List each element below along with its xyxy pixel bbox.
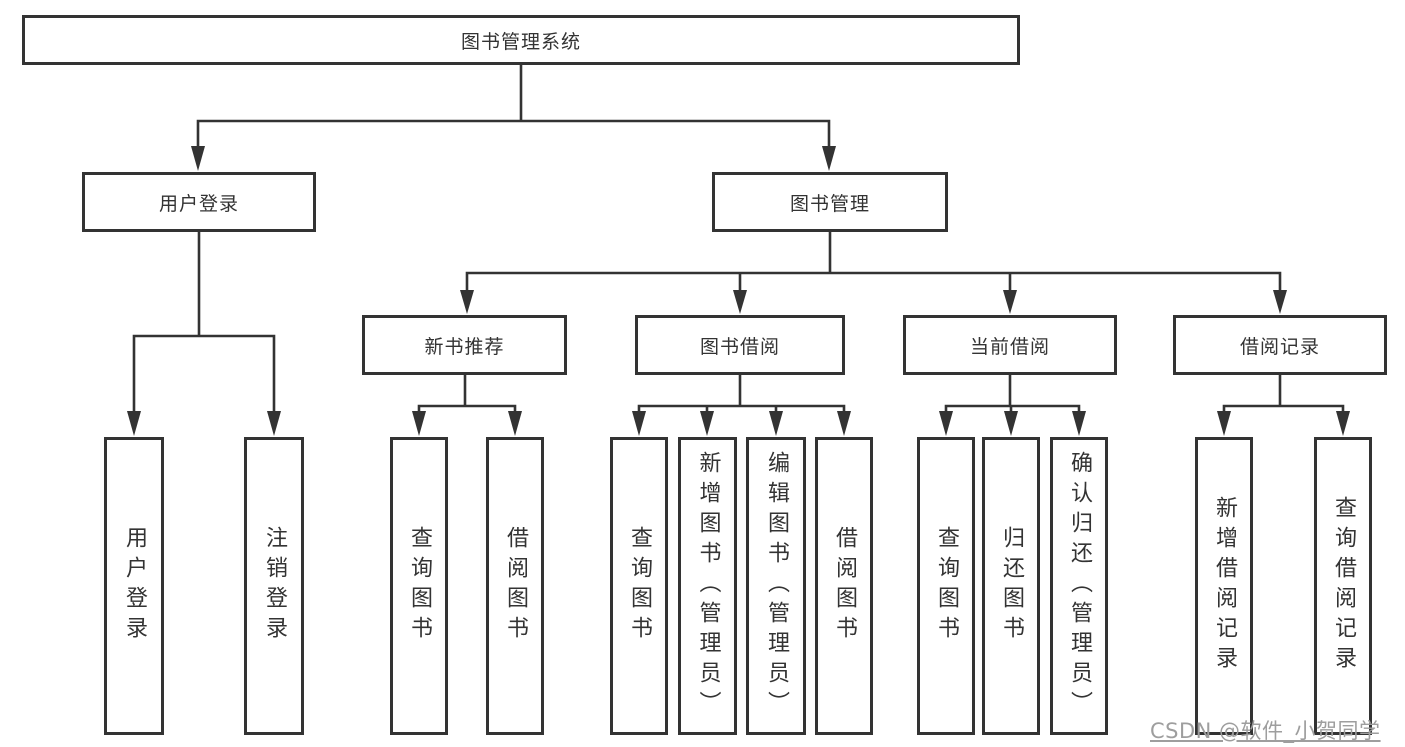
arrowhead [769,411,783,436]
arrowhead [1273,290,1287,314]
leaf-user-login: 用户登录 [104,437,164,735]
connector-root-branch [196,119,831,148]
node-root: 图书管理系统 [22,15,1020,65]
leaf-logout-label: 注销登录 [262,526,287,646]
leaf-borrow-edit-books-admin-label: 编辑图书（管理员） [764,451,789,721]
connector-mgmt-branch [465,271,1282,291]
leaf-borrow-borrow-books: 借阅图书 [815,437,873,735]
leaf-current-confirm-return-admin: 确认归还（管理员） [1050,437,1108,735]
node-user-login: 用户登录 [82,172,316,232]
arrowhead [412,411,426,436]
leaf-current-confirm-return-admin-label: 确认归还（管理员） [1067,451,1092,721]
arrowhead [267,411,281,436]
arrowhead [733,290,747,314]
node-book-borrow: 图书借阅 [635,315,845,375]
leaf-recommend-borrow-books-label: 借阅图书 [503,526,528,646]
leaf-borrow-edit-books-admin: 编辑图书（管理员） [746,437,806,735]
node-user-login-label: 用户登录 [158,192,239,215]
arrowhead [700,411,714,436]
arrowhead [127,411,141,436]
leaf-borrow-borrow-books-label: 借阅图书 [832,526,857,646]
connector-recommend-branch [417,404,517,412]
connector-user-branch [132,334,276,412]
node-new-book-recommend: 新书推荐 [362,315,567,375]
connector-borrow-branch [637,404,846,412]
leaf-recommend-borrow-books: 借阅图书 [486,437,544,735]
node-current-borrow: 当前借阅 [903,315,1117,375]
leaf-current-return-books-label: 归还图书 [999,526,1024,646]
connector-records-branch [1222,404,1345,412]
leaf-records-query-record: 查询借阅记录 [1314,437,1372,735]
leaf-borrow-query-books: 查询图书 [610,437,668,735]
leaf-records-query-record-label: 查询借阅记录 [1331,496,1356,676]
leaf-borrow-add-books-admin-label: 新增图书（管理员） [695,451,721,721]
leaf-current-query-books-label: 查询图书 [934,526,959,646]
leaf-records-add-record-label: 新增借阅记录 [1212,496,1237,676]
arrowhead [191,146,205,171]
leaf-borrow-add-books-admin: 新增图书（管理员） [678,437,737,735]
arrowhead [460,290,474,314]
node-book-management: 图书管理 [712,172,948,232]
leaf-borrow-query-books-label: 查询图书 [627,526,652,646]
leaf-current-query-books: 查询图书 [917,437,975,735]
node-current-borrow-label: 当前借阅 [969,335,1050,358]
leaf-recommend-query-books: 查询图书 [390,437,448,735]
arrowhead [837,411,851,436]
leaf-logout: 注销登录 [244,437,304,735]
node-borrow-records-label: 借阅记录 [1239,335,1320,358]
arrowhead [1217,411,1231,436]
arrowhead [822,146,836,171]
leaf-user-login-label: 用户登录 [122,526,147,646]
connector-current-branch [944,404,1081,412]
node-borrow-records: 借阅记录 [1173,315,1387,375]
csdn-watermark: CSDN @软件_小贺同学 [1150,719,1381,743]
arrowhead [508,411,522,436]
arrowhead [1004,411,1018,436]
arrowhead [1072,411,1086,436]
node-root-label: 图书管理系统 [460,30,581,53]
arrowhead [1336,411,1350,436]
arrowhead [1003,290,1017,314]
leaf-records-add-record: 新增借阅记录 [1195,437,1253,735]
node-book-borrow-label: 图书借阅 [699,335,780,358]
node-book-management-label: 图书管理 [789,192,870,215]
leaf-current-return-books: 归还图书 [982,437,1040,735]
arrowhead [632,411,646,436]
arrowhead [939,411,953,436]
leaf-recommend-query-books-label: 查询图书 [407,526,432,646]
node-new-book-recommend-label: 新书推荐 [424,335,505,358]
